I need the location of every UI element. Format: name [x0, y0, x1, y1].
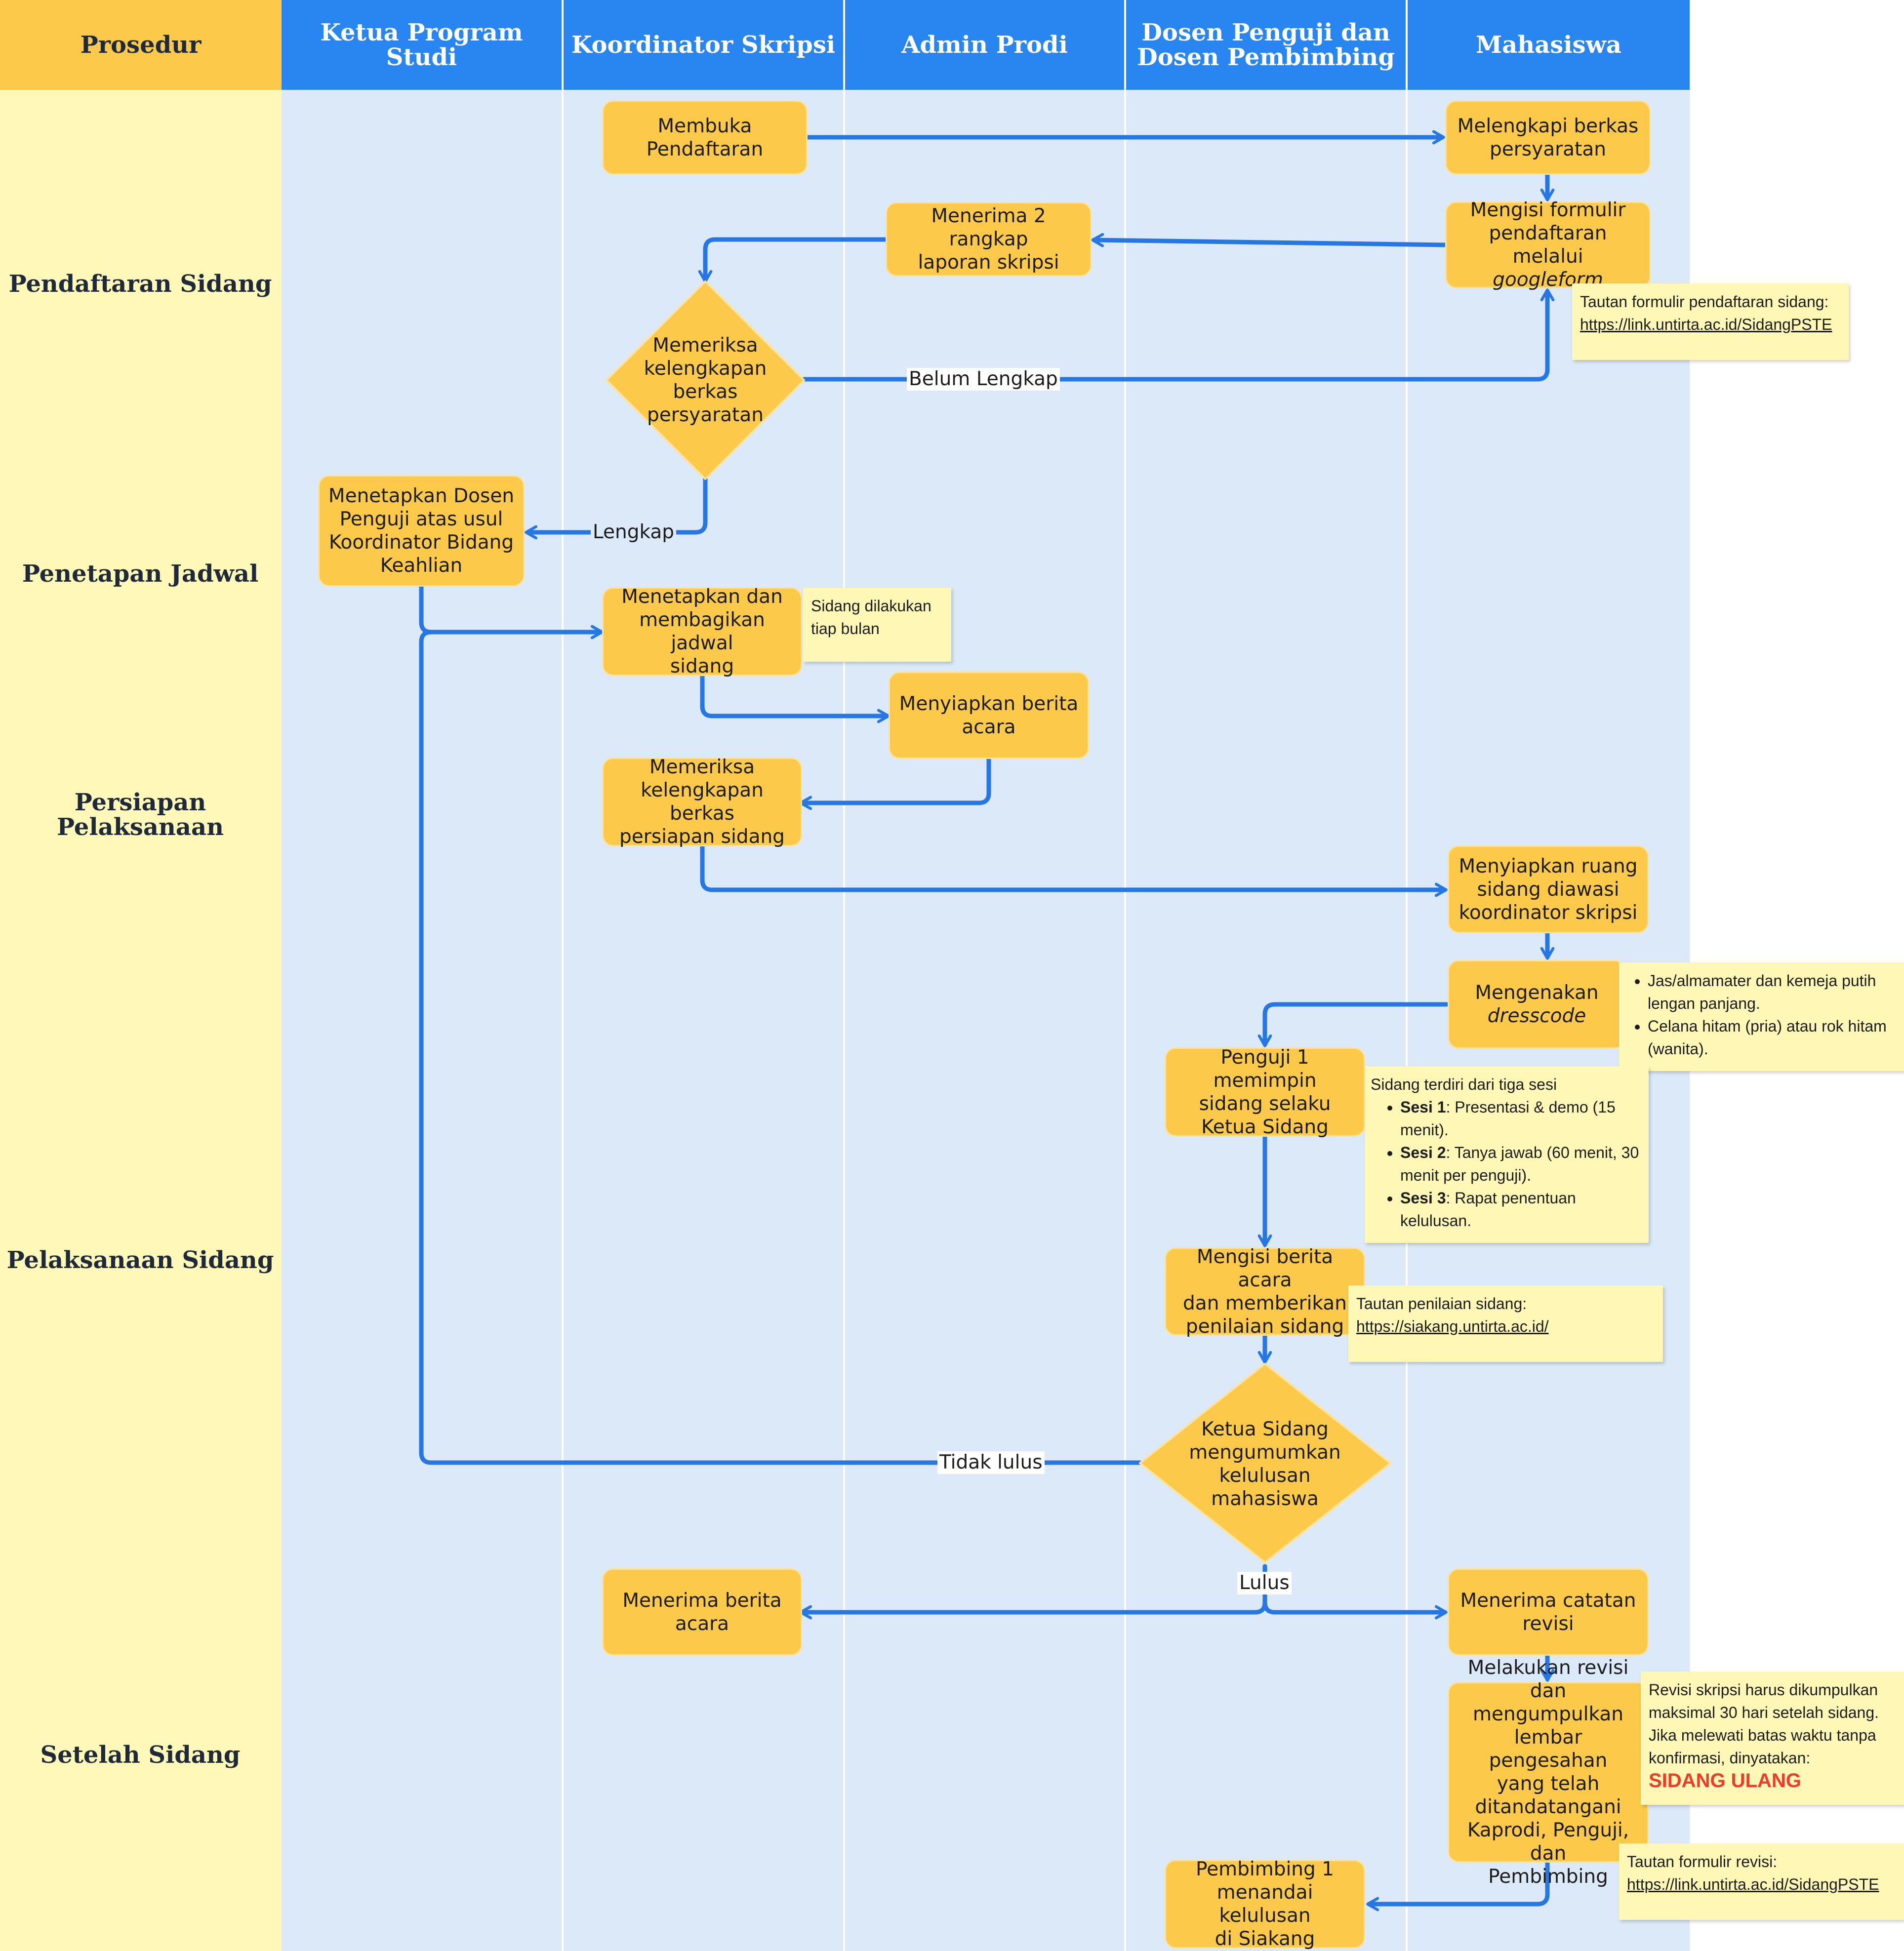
- node-text: Mengisi berita acara dan memberikan peni…: [1183, 1245, 1347, 1338]
- link-formulir-pendaftaran[interactable]: https://link.untirta.ac.id/SidangPSTE: [1580, 316, 1832, 333]
- edge-tidak-lulus: [419, 630, 1142, 1465]
- edge-mengisi-menerima: [1091, 233, 1447, 247]
- decision-memeriksa-persyaratan: [606, 280, 805, 480]
- lane-divider: [1406, 0, 1408, 1951]
- header-lane-dosen: Dosen Penguji dan Dosen Pembimbing: [1126, 0, 1406, 90]
- phase-pelaksanaan: Pelaksanaan Sidang: [6, 1246, 274, 1274]
- node-pembimbing-menandai: Pembimbing 1 menandai kelulusan di Siaka…: [1165, 1858, 1365, 1950]
- decision-mengumumkan-kelulusan: [1139, 1363, 1391, 1563]
- phase-pendaftaran: Pendaftaran Sidang: [8, 270, 272, 298]
- note-item: Sesi 3: Rapat penentuan kelulusan.: [1400, 1187, 1641, 1232]
- node-penguji-memimpin: Penguji 1 memimpin sidang selaku Ketua S…: [1165, 1046, 1365, 1138]
- node-text: Memeriksa kelengkapan berkas persiapan s…: [619, 756, 785, 848]
- edge-menerima-memeriksa: [698, 237, 888, 283]
- node-menetapkan-jadwal: Menetapkan dan membagikan jadwal sidang: [602, 586, 802, 677]
- node-text: Penguji 1 memimpin sidang selaku Ketua S…: [1199, 1046, 1331, 1138]
- note-item: Sesi 2: Tanya jawab (60 menit, 30 menit …: [1400, 1141, 1641, 1187]
- node-menerima-berita: Menerima berita acara: [602, 1568, 802, 1656]
- node-text: Menetapkan dan membagikan jadwal sidang: [621, 586, 783, 677]
- note-sesi-sidang: Sidang terdiri dari tiga sesi Sesi 1: Pr…: [1365, 1066, 1649, 1243]
- edge-label-tidak-lulus: Tidak lulus: [937, 1451, 1045, 1474]
- note-tautan-penilaian: Tautan penilaian sidang: https://siakang…: [1348, 1285, 1663, 1362]
- header-lane-admin: Admin Prodi: [845, 0, 1124, 90]
- edge-label-belum-lengkap: Belum Lengkap: [907, 368, 1060, 391]
- lane-divider: [843, 0, 845, 1951]
- node-text: Mengisi formulir pendaftaran melalui: [1470, 199, 1626, 268]
- sidang-ulang-warning: SIDANG ULANG: [1649, 1770, 1801, 1792]
- link-penilaian-sidang[interactable]: https://siakang.untirta.ac.id/: [1356, 1317, 1549, 1335]
- node-memeriksa-persyaratan-text: Memeriksa kelengkapan berkas persyaratan: [644, 334, 767, 426]
- node-text: Menerima berita acara: [622, 1589, 782, 1635]
- note-text: Tautan formulir revisi:: [1627, 1853, 1778, 1871]
- note-text: Tautan penilaian sidang:: [1356, 1295, 1527, 1313]
- node-text: Melengkapi berkas persyaratan: [1457, 115, 1639, 160]
- header-lane-ketua-prodi: Ketua Program Studi: [282, 0, 562, 90]
- node-menerima-laporan: Menerima 2 rangkap laporan skripsi: [886, 202, 1092, 277]
- edge-jadwal-berita: [700, 673, 890, 723]
- phase-penetapan: Penetapan Jadwal: [22, 560, 259, 588]
- phase-persiapan: Persiapan Pelaksanaan: [56, 789, 224, 841]
- phase-setelah: Setelah Sidang: [40, 1741, 241, 1769]
- note-text: Sidang terdiri dari tiga sesi: [1371, 1075, 1557, 1093]
- edge-lulus-catatan: [1262, 1600, 1448, 1620]
- edge-revisi-pembimbing: [1366, 1860, 1550, 1911]
- node-mengisi-berita: Mengisi berita acara dan memberikan peni…: [1165, 1245, 1365, 1338]
- node-mengisi-formulir: Mengisi formulir pendaftaran melalui goo…: [1445, 199, 1651, 291]
- edge-berita-memeriksa: [799, 756, 991, 810]
- note-tiap-bulan: Sidang dilakukan tiap bulan: [803, 588, 951, 662]
- note-item: Sesi 1: Presentasi & demo (15 menit).: [1400, 1096, 1641, 1141]
- edge-lengkap: [525, 475, 708, 540]
- node-text-italic: dresscode: [1487, 1005, 1586, 1027]
- node-text: Menyiapkan berita acara: [899, 692, 1079, 738]
- edge-dosen-jadwal: [419, 584, 604, 639]
- note-text: Revisi skripsi harus dikumpulkan maksima…: [1649, 1681, 1879, 1767]
- node-menyiapkan-ruang: Menyiapkan ruang sidang diawasi koordina…: [1448, 845, 1649, 933]
- edge-memeriksa-ruang: [700, 843, 1448, 897]
- node-menerima-catatan: Menerima catatan revisi: [1448, 1568, 1649, 1656]
- node-menyiapkan-berita: Menyiapkan berita acara: [889, 672, 1089, 759]
- edge-label-lulus: Lulus: [1237, 1572, 1292, 1594]
- procedure-column: [0, 0, 282, 1951]
- note-revisi-deadline: Revisi skripsi harus dikumpulkan maksima…: [1641, 1672, 1904, 1805]
- node-text: Menyiapkan ruang sidang diawasi koordina…: [1458, 855, 1638, 924]
- note-text: Tautan formulir pendaftaran sidang:: [1580, 293, 1829, 311]
- node-melengkapi-berkas: Melengkapi berkas persyaratan: [1445, 100, 1651, 175]
- link-formulir-revisi[interactable]: https://link.untirta.ac.id/SidangPSTE: [1627, 1875, 1879, 1893]
- node-text: Mengenakan: [1475, 982, 1599, 1004]
- node-memeriksa-persiapan: Memeriksa kelengkapan berkas persiapan s…: [602, 756, 802, 848]
- lane-divider: [1124, 0, 1126, 1951]
- header-lane-koordinator: Koordinator Skripsi: [564, 0, 843, 90]
- node-text: Pembimbing 1 menandai kelulusan di Siaka…: [1196, 1858, 1334, 1950]
- node-melakukan-revisi: Melakukan revisi dan mengumpulkan lembar…: [1448, 1657, 1649, 1888]
- note-item: Celana hitam (pria) atau rok hitam (wani…: [1648, 1015, 1896, 1060]
- edge-lulus-split: [799, 1564, 1267, 1620]
- node-text: Menetapkan Dosen Penguji atas usul Koord…: [328, 485, 515, 577]
- node-membuka-pendaftaran: Membuka Pendaftaran: [602, 100, 808, 175]
- note-tautan-formulir: Tautan formulir pendaftaran sidang: http…: [1572, 283, 1849, 360]
- node-mengenakan-dresscode: Mengenakan dresscode: [1448, 960, 1626, 1049]
- node-text: Menerima 2 rangkap laporan skripsi: [918, 205, 1059, 274]
- edge-dresscode-penguji: [1257, 1002, 1449, 1047]
- node-text: Membuka Pendaftaran: [646, 115, 764, 160]
- note-tautan-revisi: Tautan formulir revisi: https://link.unt…: [1619, 1843, 1904, 1920]
- header-prosedur: Prosedur: [0, 0, 282, 90]
- lane-divider: [562, 0, 564, 1951]
- edge-label-lengkap: Lengkap: [591, 521, 677, 544]
- node-text: Menerima catatan revisi: [1460, 1589, 1636, 1635]
- node-mengumumkan-text: Ketua Sidang mengumumkan kelulusan mahas…: [1189, 1418, 1341, 1510]
- node-menetapkan-dosen: Menetapkan Dosen Penguji atas usul Koord…: [318, 475, 525, 587]
- note-item: Jas/almamater dan kemeja putih lengan pa…: [1648, 969, 1896, 1015]
- node-text: Melakukan revisi dan mengumpulkan lembar…: [1467, 1657, 1629, 1888]
- note-dresscode: Jas/almamater dan kemeja putih lengan pa…: [1619, 962, 1904, 1071]
- edge-belum-lengkap: [802, 288, 1555, 382]
- header-lane-mahasiswa: Mahasiswa: [1408, 0, 1690, 90]
